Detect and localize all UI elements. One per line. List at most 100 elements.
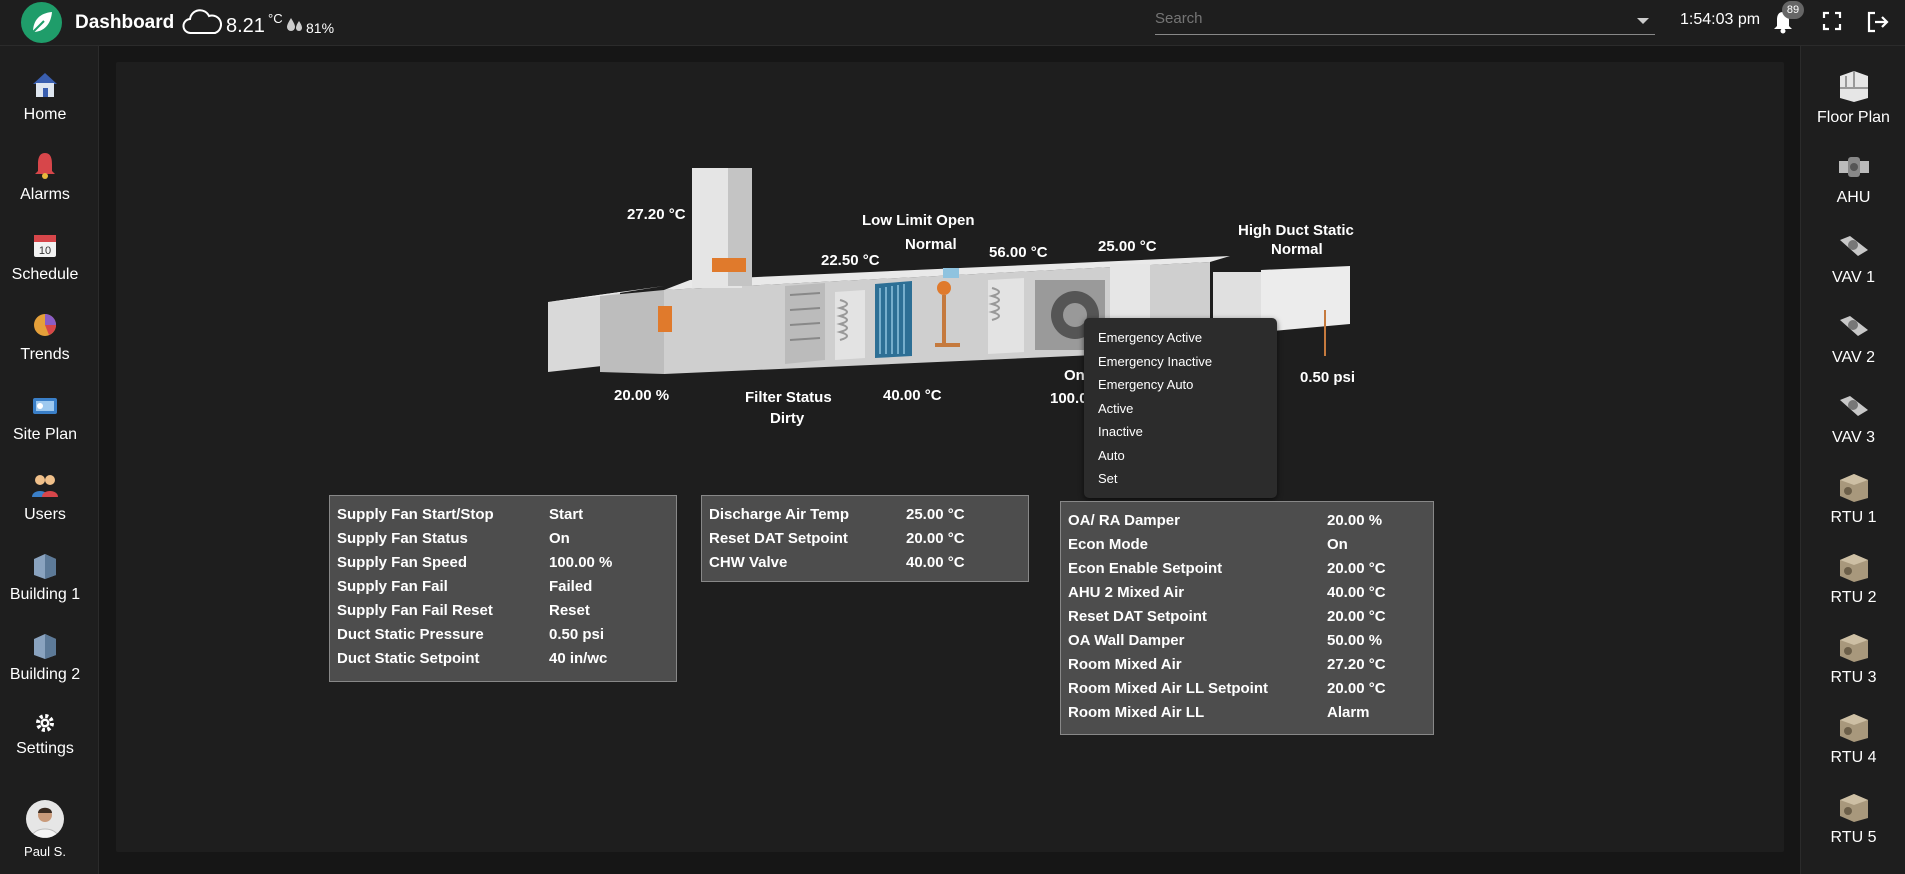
search-box[interactable] xyxy=(1155,10,1655,35)
sidebar-item-rtu-2[interactable]: RTU 2 xyxy=(1801,548,1905,607)
point-value: 100.00 % xyxy=(549,554,613,571)
point-value: Failed xyxy=(549,578,593,595)
outdoor-temperature: 8.21 xyxy=(226,15,265,37)
sidebar-item-settings[interactable]: Settings xyxy=(0,712,90,758)
return-air-temp: 27.20 °C xyxy=(627,206,686,223)
sidebar-item-ahu[interactable]: AHU xyxy=(1801,148,1905,207)
svg-text:10: 10 xyxy=(39,245,51,257)
rtu-icon xyxy=(1836,468,1872,504)
user-name: Paul S. xyxy=(24,844,66,859)
point-value: Start xyxy=(549,506,584,523)
point-value: 50.00 % xyxy=(1327,632,1383,649)
preheat-coil xyxy=(988,278,1024,354)
chevron-down-icon[interactable] xyxy=(1637,18,1649,24)
point-value: 20.00 °C xyxy=(1327,608,1386,625)
sidebar-item-trends[interactable]: Trends xyxy=(0,310,90,364)
high-static-status[interactable]: Normal xyxy=(1271,241,1323,258)
ahu-diagram xyxy=(548,168,1350,374)
fan-status[interactable]: On xyxy=(1064,367,1085,384)
fan-speed[interactable]: 100.0 xyxy=(1050,390,1088,407)
user-profile[interactable]: Paul S. xyxy=(0,800,90,859)
coil-temp: 56.00 °C xyxy=(989,244,1048,261)
table-row[interactable]: AHU 2 Mixed Air 40.00 °C xyxy=(1068,584,1386,606)
sidebar-item-label: Building 2 xyxy=(9,666,81,683)
menu-item-emergency-auto[interactable]: Emergency Auto xyxy=(1098,377,1194,392)
sidebar-item-vav-2[interactable]: VAV 2 xyxy=(1801,308,1905,367)
sidebar-item-floor-plan[interactable]: Floor Plan xyxy=(1801,68,1905,127)
sidebar-item-building-2[interactable]: Building 2 xyxy=(0,630,90,684)
point-label: Room Mixed Air LL xyxy=(1068,704,1205,721)
sidebar-item-label: Trends xyxy=(20,346,70,363)
table-row[interactable]: Room Mixed Air LL Alarm xyxy=(1068,704,1370,726)
rtu-icon xyxy=(1836,548,1872,584)
sidebar-item-building-1[interactable]: Building 1 xyxy=(0,550,90,604)
sidebar-item-label: Schedule xyxy=(11,266,79,283)
sidebar-item-rtu-5[interactable]: RTU 5 xyxy=(1801,788,1905,847)
low-limit-title: Low Limit Open xyxy=(862,212,975,229)
sidebar-item-rtu-3[interactable]: RTU 3 xyxy=(1801,628,1905,687)
table-row[interactable]: Supply Fan Fail Failed xyxy=(337,578,592,600)
sidebar-item-site-plan[interactable]: Site Plan xyxy=(0,390,90,444)
sidebar-item-label: VAV 2 xyxy=(1832,349,1875,366)
table-row[interactable]: Discharge Air Temp 25.00 °C xyxy=(709,506,965,528)
chw-valve-position[interactable]: 40.00 °C xyxy=(883,387,942,404)
sidebar-item-label: Users xyxy=(24,506,66,523)
logout-icon[interactable] xyxy=(1867,11,1889,33)
sidebar-item-rtu-4[interactable]: RTU 4 xyxy=(1801,708,1905,767)
sidebar-item-vav-1[interactable]: VAV 1 xyxy=(1801,228,1905,287)
point-value: Alarm xyxy=(1327,704,1370,721)
sidebar-item-rtu-1[interactable]: RTU 1 xyxy=(1801,468,1905,527)
sidebar-item-label: AHU xyxy=(1836,189,1871,206)
app-logo[interactable] xyxy=(21,2,62,43)
rtu-icon xyxy=(1836,708,1872,744)
search-input[interactable] xyxy=(1155,10,1615,27)
menu-item-emergency-inactive[interactable]: Emergency Inactive xyxy=(1098,354,1213,369)
sidebar-item-vav-3[interactable]: VAV 3 xyxy=(1801,388,1905,447)
point-label: Discharge Air Temp xyxy=(709,506,850,523)
point-value: 40.00 °C xyxy=(1327,584,1386,601)
table-row[interactable]: Reset DAT Setpoint 20.00 °C xyxy=(1068,608,1386,630)
menu-item-active[interactable]: Active xyxy=(1098,401,1134,416)
filter-status: Dirty xyxy=(770,410,805,427)
filter-title: Filter Status xyxy=(745,389,832,406)
fullscreen-icon[interactable] xyxy=(1822,11,1842,31)
point-value: 20.00 °C xyxy=(906,530,965,547)
point-value: 0.50 psi xyxy=(549,626,605,643)
point-label: Supply Fan Fail xyxy=(337,578,448,595)
sidebar-item-label: RTU 2 xyxy=(1830,589,1877,606)
point-label: Reset DAT Setpoint xyxy=(1068,608,1207,625)
point-value: 25.00 °C xyxy=(906,506,965,523)
low-limit-status[interactable]: Normal xyxy=(905,236,957,253)
users-icon xyxy=(30,470,60,500)
left-sidebar: Home Alarms 10 Schedule Trends Site Plan… xyxy=(0,46,99,874)
damper-position[interactable]: 20.00 % xyxy=(614,387,670,404)
menu-item-auto[interactable]: Auto xyxy=(1098,448,1125,463)
menu-item-emergency-active[interactable]: Emergency Active xyxy=(1098,330,1203,345)
discharge-temp: 25.00 °C xyxy=(1098,238,1157,255)
top-bar: Dashboard 8.21 °C 81% 1:54:03 pm 89 xyxy=(0,0,1905,46)
menu-item-inactive[interactable]: Inactive xyxy=(1098,424,1143,439)
sidebar-item-label: VAV 3 xyxy=(1832,429,1875,446)
sidebar-item-alarms[interactable]: Alarms xyxy=(0,150,90,204)
sidebar-item-users[interactable]: Users xyxy=(0,470,90,524)
sidebar-item-home[interactable]: Home xyxy=(0,70,90,124)
sidebar-item-schedule[interactable]: 10 Schedule xyxy=(0,230,90,284)
point-label: AHU 2 Mixed Air xyxy=(1068,584,1185,601)
menu-item-set[interactable]: Set xyxy=(1098,471,1118,486)
clock: 1:54:03 pm xyxy=(1680,11,1761,28)
droplets-icon xyxy=(287,18,302,31)
